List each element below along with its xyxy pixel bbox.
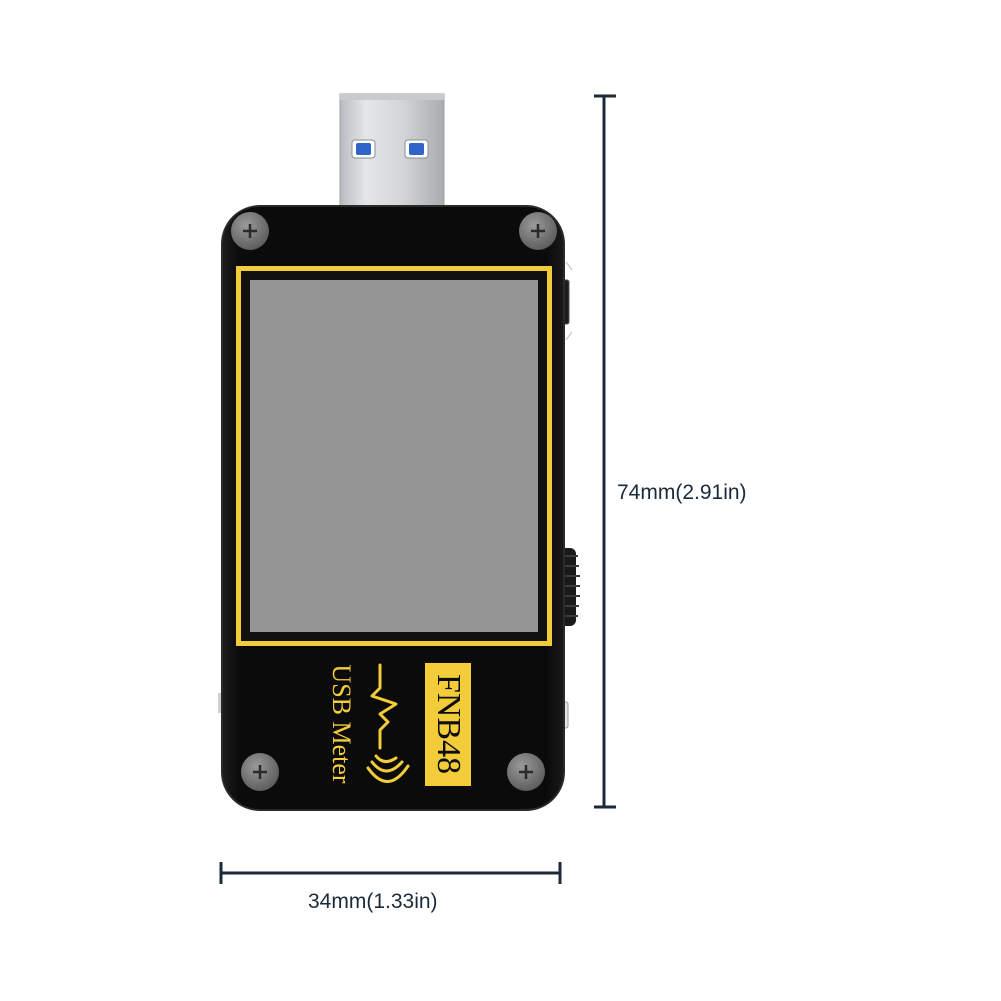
screw-bottom-right — [507, 753, 545, 791]
product-name: USB Meter — [327, 664, 356, 784]
waveform-logo-icon — [366, 663, 410, 783]
height-dimension-line — [594, 94, 616, 809]
height-dimension-label: 74mm(2.91in) — [617, 481, 747, 504]
screw-top-left — [231, 212, 269, 250]
screw-bottom-left — [241, 753, 279, 791]
width-dimension-line — [219, 862, 562, 884]
width-dimension-label: 34mm(1.33in) — [308, 890, 438, 913]
model-name: FNB48 — [430, 674, 467, 774]
screw-top-right — [519, 212, 557, 250]
lcd-screen — [250, 280, 538, 632]
usb-a-connector — [339, 93, 445, 213]
model-badge: FNB48 — [425, 663, 471, 786]
